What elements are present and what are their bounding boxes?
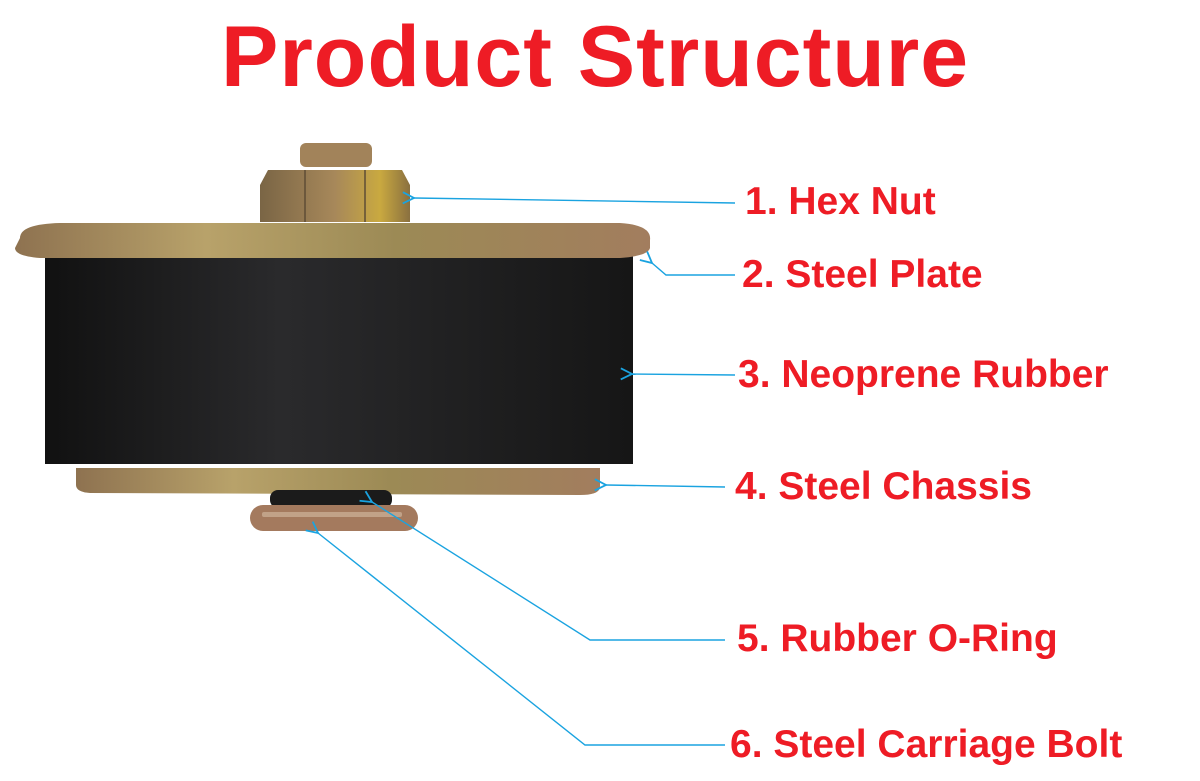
leader-lines [318, 198, 736, 746]
label-carriage-bolt: 6. Steel Carriage Bolt [730, 723, 1123, 766]
label-rubber-o-ring: 5. Rubber O-Ring [737, 617, 1058, 660]
label-steel-chassis: 4. Steel Chassis [735, 465, 1032, 508]
thread-end [300, 143, 372, 167]
label-steel-plate: 2. Steel Plate [742, 253, 983, 296]
leader-o-ring [372, 502, 725, 641]
steel-chassis [76, 468, 600, 495]
leader-hex-nut [414, 198, 736, 203]
label-hex-nut: 1. Hex Nut [745, 180, 936, 223]
hex-nut [260, 170, 410, 222]
leader-rubber [632, 374, 736, 375]
steel-plate [15, 223, 651, 258]
rubber-body [45, 248, 633, 464]
leader-chassis [606, 485, 726, 487]
carriage-bolt-head [250, 505, 418, 531]
leader-bolt [318, 533, 725, 746]
leader-steel-plate [652, 263, 735, 276]
page-title: Product Structure [220, 9, 970, 105]
label-neoprene-rubber: 3. Neoprene Rubber [738, 353, 1109, 396]
